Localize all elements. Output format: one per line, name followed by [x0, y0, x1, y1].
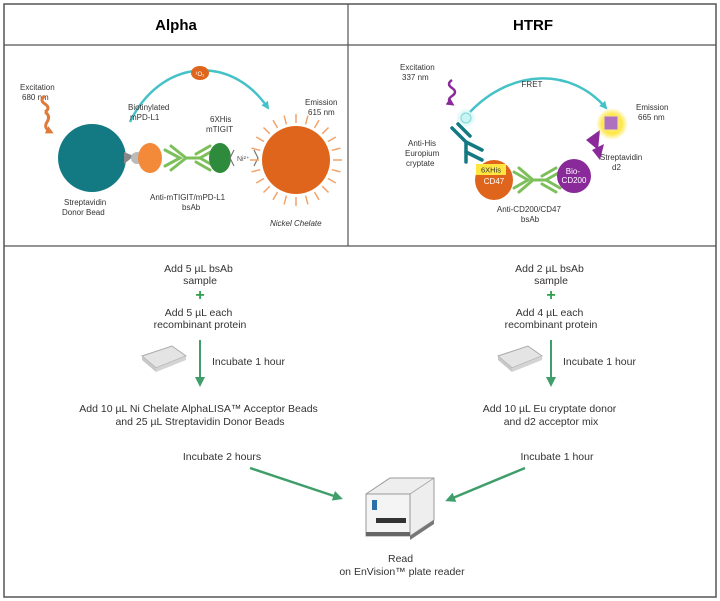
emission-ray	[313, 119, 320, 129]
plate-reader-icon	[365, 477, 435, 540]
table-frame	[3, 3, 717, 598]
emission-ray	[251, 168, 261, 173]
emission-ray	[272, 191, 279, 201]
emission-ray	[327, 177, 337, 184]
emission-ray	[283, 195, 288, 205]
microplate-icon	[141, 345, 188, 372]
donor-bead-label: Streptavidin Donor Bead	[62, 198, 108, 217]
alpha-step2: Add 5 µL each recombinant protein	[154, 307, 247, 331]
streptavidin-d2-label: Streptavidin d2	[600, 153, 644, 172]
alpha-to-reader-arrow	[249, 466, 343, 501]
emission-ray	[304, 115, 309, 125]
singlet-oxygen-label: ¹O₂	[196, 72, 206, 78]
htrf-to-reader-arrow	[445, 466, 526, 502]
alpha-step1: Add 5 µL bsAb sample	[164, 263, 236, 287]
alpha-mechanism-panel: Excitation 680 nm ¹O₂ Biotinylated mPD-L…	[20, 66, 342, 228]
streptavidin-icon	[586, 130, 600, 150]
htrf-incubate1: Incubate 1 hour	[563, 356, 636, 368]
emission-ray	[255, 136, 265, 143]
emission-ray	[283, 115, 288, 125]
alpha-excitation-arrow	[40, 94, 51, 132]
emission-ray	[327, 136, 337, 143]
his-tag-icon	[476, 164, 506, 175]
alpha-incubate2: Incubate 2 hours	[183, 451, 261, 463]
his-tag-label: 6XHis	[481, 166, 501, 175]
bio-cd200-protein	[557, 159, 591, 193]
alpha-excitation-label: Excitation 680 nm	[20, 83, 57, 102]
htrf-bsab-label: Anti-CD200/CD47 bsAb	[497, 205, 563, 224]
htrf-excitation-label: Excitation 337 nm	[400, 63, 437, 82]
htrf-excitation-arrow	[445, 78, 457, 106]
emission-ray	[262, 185, 271, 194]
htrf-workflow: Add 2 µL bsAb sample + Add 4 µL each rec…	[445, 263, 636, 502]
nickel-chelate-label: Nickel Chelate	[270, 219, 322, 228]
emission-ray	[272, 119, 279, 129]
htrf-step2: Add 4 µL each recombinant protein	[505, 307, 598, 331]
alpha-header: Alpha	[155, 17, 197, 34]
alpha-incubate1: Incubate 1 hour	[212, 356, 285, 368]
his-tigit-label: 6XHis mTIGIT	[206, 115, 234, 134]
emission-ray	[262, 126, 271, 135]
htrf-header: HTRF	[513, 17, 553, 34]
streptavidin-connector	[124, 152, 134, 164]
streptavidin-icon	[592, 144, 604, 160]
htrf-step1: Add 2 µL bsAb sample	[515, 263, 587, 287]
mtigit-protein	[209, 143, 231, 173]
biotinylated-label: Biotinylated mPD-L1	[128, 103, 172, 122]
htrf-incubate2: Incubate 1 hour	[521, 451, 594, 463]
alpha-emission-label: Emission 615 nm	[305, 98, 340, 117]
emission-ray	[331, 168, 341, 173]
alpha-step3: Add 10 µL Ni Chelate AlphaLISA™ Acceptor…	[79, 403, 320, 428]
alpha-workflow: Add 5 µL bsAb sample + Add 5 µL each rec…	[79, 263, 343, 501]
fret-arrow	[469, 77, 608, 113]
emission-rays	[250, 114, 342, 206]
plus-icon: +	[546, 287, 555, 304]
emission-ray	[331, 147, 341, 152]
donor-bead	[58, 124, 126, 192]
bio-cd200-label: Bio- CD200	[562, 167, 587, 185]
plus-icon: +	[195, 287, 204, 304]
singlet-oxygen-icon	[191, 66, 209, 80]
emission-ray	[321, 126, 330, 135]
htrf-mechanism-panel: Excitation 337 nm FRET Anti-His Europium…	[400, 63, 671, 224]
nickel-ion-label: Ni²⁺	[237, 156, 250, 163]
emission-ray	[313, 191, 320, 201]
acceptor-bead	[262, 126, 330, 194]
cd47-label: CD47	[484, 177, 505, 186]
htrf-bsab-icon	[512, 166, 562, 194]
emission-ray	[255, 177, 265, 184]
emission-ray	[321, 185, 330, 194]
alpha-bsab-label: Anti-mTIGIT/mPD-L1 bsAb	[150, 193, 227, 212]
europium-cryptate-icon	[460, 112, 472, 124]
htrf-step3: Add 10 µL Eu cryptate donor and d2 accep…	[483, 403, 619, 428]
microplate-icon	[497, 345, 544, 372]
alpha-bsab-icon	[163, 144, 216, 172]
mpd-l1-protein	[138, 143, 162, 173]
emission-ray	[251, 147, 261, 152]
htrf-emission-label: Emission 665 nm	[636, 103, 671, 122]
fret-label: FRET	[522, 80, 543, 89]
emission-ray	[304, 195, 309, 205]
europium-label: Anti-His Europium cryptate	[405, 139, 441, 168]
anti-his-antibody-icon	[450, 122, 484, 164]
d2-acceptor-icon	[603, 115, 619, 131]
read-label: Read on EnVision™ plate reader	[339, 553, 465, 578]
